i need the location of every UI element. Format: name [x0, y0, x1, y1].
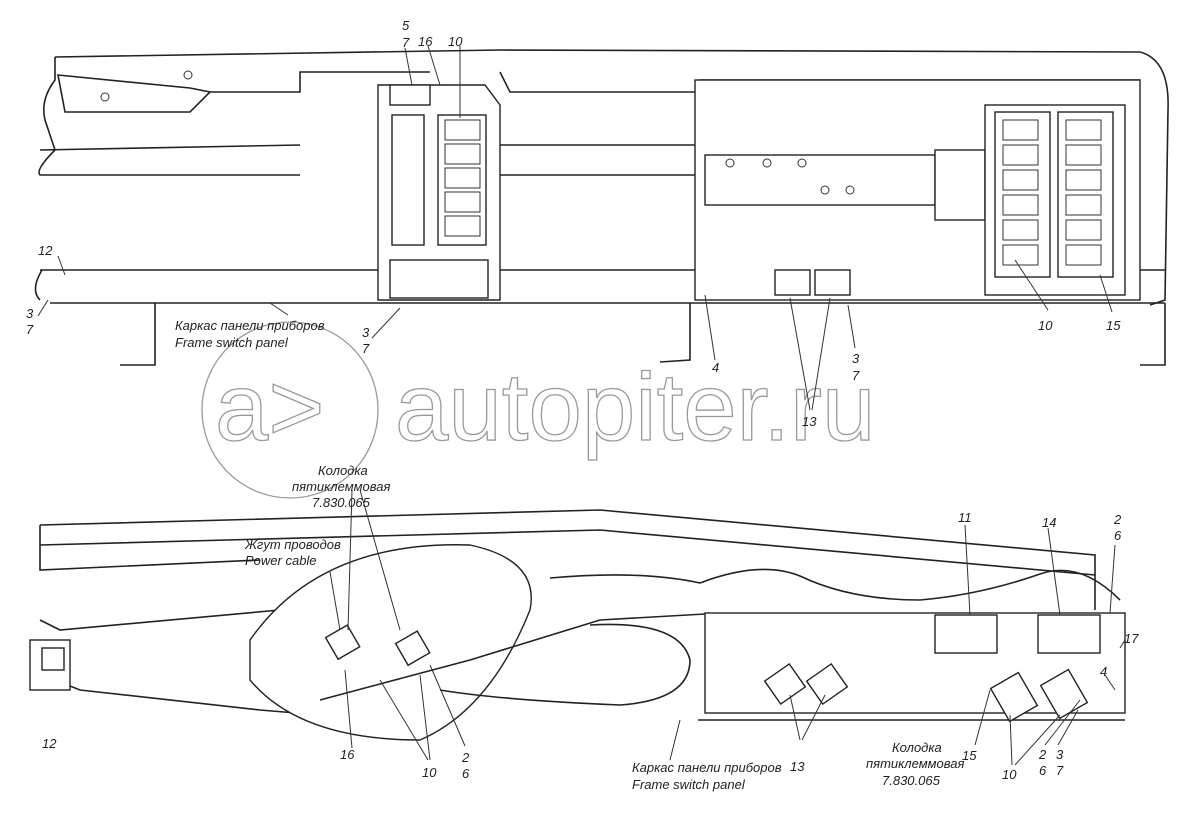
- callout-6: 6: [1114, 528, 1122, 543]
- top-callouts: 5 7 16 10 12 3 7 Каркас панели приборов …: [26, 18, 1121, 429]
- block-label-2-line2: пятиклеммовая: [866, 756, 964, 771]
- bottom-callouts: Колодка пятиклеммовая 7.830.065 Жгут про…: [42, 463, 1139, 792]
- callout-13: 13: [790, 759, 805, 774]
- callout-3: 3: [852, 351, 860, 366]
- callout-15: 15: [1106, 318, 1121, 333]
- callout-17: 17: [1124, 631, 1139, 646]
- block-label-2-line3: 7.830.065: [882, 773, 941, 788]
- callout-12: 12: [42, 736, 57, 751]
- frame-label-en: Frame switch panel: [175, 335, 289, 350]
- callout-5: 5: [402, 18, 410, 33]
- frame-label-ru: Каркас панели приборов: [175, 318, 325, 333]
- callout-16: 16: [418, 34, 433, 49]
- callout-3: 3: [1056, 747, 1064, 762]
- callout-10: 10: [1038, 318, 1053, 333]
- callout-2: 2: [1113, 512, 1122, 527]
- block-label-line2: пятиклеммовая: [292, 479, 390, 494]
- callout-3: 3: [26, 306, 34, 321]
- callout-6: 6: [462, 766, 470, 781]
- callout-7: 7: [362, 341, 370, 356]
- callout-10: 10: [422, 765, 437, 780]
- top-view-drawing: [34, 45, 1169, 411]
- frame-label-en: Frame switch panel: [632, 777, 746, 792]
- callout-15: 15: [962, 748, 977, 763]
- watermark-circle: [201, 321, 379, 499]
- callout-10: 10: [1002, 767, 1017, 782]
- callout-7: 7: [402, 35, 410, 50]
- callout-4: 4: [712, 360, 719, 375]
- cable-label-ru: Жгут проводов: [244, 537, 341, 552]
- callout-4: 4: [1100, 664, 1107, 679]
- watermark-text: autopiter.ru: [395, 354, 875, 461]
- block-label-2-line1: Колодка: [892, 740, 942, 755]
- watermark: a> autopiter.ru: [201, 321, 876, 499]
- callout-2: 2: [1038, 747, 1047, 762]
- callout-10: 10: [448, 34, 463, 49]
- callout-12: 12: [38, 243, 53, 258]
- callout-6: 6: [1039, 763, 1047, 778]
- block-label-line1: Колодка: [318, 463, 368, 478]
- callout-13: 13: [802, 414, 817, 429]
- frame-label-ru: Каркас панели приборов: [632, 760, 782, 775]
- callout-7: 7: [1056, 763, 1064, 778]
- callout-2: 2: [461, 750, 470, 765]
- callout-3: 3: [362, 325, 370, 340]
- callout-16: 16: [340, 747, 355, 762]
- watermark-logo: a>: [215, 354, 324, 461]
- callout-7: 7: [26, 322, 34, 337]
- callout-14: 14: [1042, 515, 1056, 530]
- bottom-view-drawing: [29, 489, 1126, 766]
- callout-11: 11: [958, 510, 972, 525]
- cable-label-en: Power cable: [245, 553, 317, 568]
- callout-7: 7: [852, 368, 860, 383]
- block-label-line3: 7.830.065: [312, 495, 371, 510]
